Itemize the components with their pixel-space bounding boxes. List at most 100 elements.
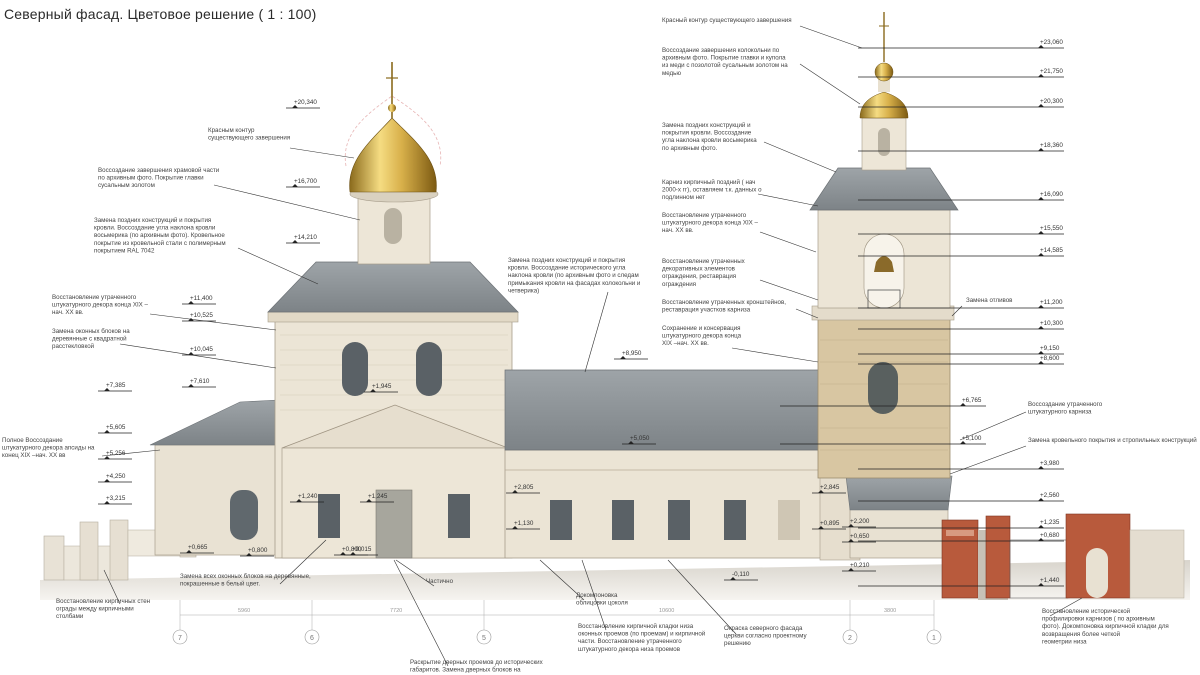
main-drum-dome [344,62,442,265]
dimension-value: 5960 [238,608,250,614]
level-mark: +11,400 [182,295,216,305]
level-mark: +7,610 [182,378,216,388]
bell [874,256,894,272]
level-mark: +2,845 [812,484,846,494]
axis-marker: 7 [172,629,188,645]
level-mark: +2,560 [858,492,1064,502]
note-line: кровли. Воссоздание исторического угла [508,265,626,272]
note-line: реставрация участков карниза [662,307,751,314]
note-line: по архивным фото. [662,145,718,152]
note-line: Красный контур существующего завершения [662,17,792,24]
level-value: +23,060 [1040,39,1063,46]
level-mark: +1,240 [290,493,324,503]
level-value: +2,200 [850,518,870,525]
note-drains: Замена отливов [966,297,1013,304]
note-line: штукатурного декора низа проемов [578,646,681,653]
main-dome [349,117,437,193]
leader-line [759,231,817,253]
leader-line [539,559,585,601]
level-mark: +14,210 [286,234,320,244]
note-line: профилировки карнизов ( по архивным [1042,616,1155,623]
level-value: +0,650 [850,533,870,540]
note-line: четверика) [508,287,539,294]
leader-line [584,291,609,373]
level-mark: +1,440 [858,577,1064,587]
note-line: восьмерика (по архивным фото). Кровельно… [94,232,225,239]
level-value: +8,950 [622,350,642,357]
level-value: +1,245 [368,493,388,500]
level-mark: +1,130 [506,520,540,530]
level-value: +11,200 [1040,299,1063,306]
leader-line [667,559,737,635]
level-value: +0,895 [820,520,840,527]
level-value: +5,605 [106,424,126,431]
axis-label: 1 [932,635,936,642]
level-mark: +1,245 [360,493,394,503]
note-line: Восстановление утраченного [662,212,747,219]
note-roof-full: Замена кровельного покрытия и стропильны… [1028,437,1197,444]
note-line: из меди с позолотой сусальным золотом на [662,62,788,69]
note-line: архивным фото. Покрытие главки и купола [662,55,786,62]
level-value: +18,360 [1040,142,1063,149]
note-line: Замена всех оконных блоков на деревянные… [180,573,311,580]
note-line: Замена поздних конструкций и [662,122,751,129]
axis-marker: 1 [926,629,942,645]
note-line: Замена поздних конструкций и покрытия [508,257,625,264]
note-line: покрытием RAL 7042 [94,247,155,254]
level-mark: +15,550 [858,225,1064,235]
dimension-value: 3800 [884,608,896,614]
axis-label: 2 [848,635,852,642]
level-value: +1,945 [372,383,392,390]
level-mark: +1,945 [364,383,398,393]
leader-line [149,313,277,331]
level-value: +5,256 [106,450,126,457]
level-mark: +0,895 [812,520,846,530]
note-line: покрытия кровли. Воссоздание [662,130,752,137]
level-mark: +21,750 [858,68,1064,78]
level-mark: +7,385 [98,382,132,392]
level-mark: +10,300 [858,320,1064,330]
level-value: +20,340 [294,99,317,106]
leader-line [795,308,819,319]
note-line: подлинном нет [662,194,705,201]
note-line: конец XIX –нач. XX вв [2,452,66,459]
level-value: +21,750 [1040,68,1063,75]
ground [40,560,1190,600]
level-value: +3,980 [1040,460,1060,467]
note-line: сусальным золотом [98,182,155,189]
level-mark: +10,525 [182,312,216,322]
level-mark: +1,235 [858,519,1064,529]
axis-label: 5 [482,635,486,642]
axis-label: 7 [178,635,182,642]
note-line: Воссоздание завершения колокольни по [662,47,780,54]
note-line: геометрии низа [1042,638,1087,645]
note-line: нач. XX вв. [52,309,84,316]
note-line: облицовки цоколя [576,600,628,607]
note-line: штукатурного декора конца XIX – [52,302,149,309]
level-mark: +10,045 [182,346,216,356]
leader-line [759,279,819,301]
refectory [504,369,861,561]
leader-line [799,25,863,49]
level-value: +0,210 [850,562,870,569]
note-line: ограждения [662,281,696,288]
note-line: наклона кровли (по архивным фото и следа… [508,272,639,279]
note-line: Восстановление кирпичных стен [56,598,150,605]
note-doors: Раскрытие дверных проемов до исторически… [410,659,544,674]
note-line: Воссоздание завершения храмовой части [98,167,220,174]
level-mark: +0,210 [842,562,876,572]
level-mark: +23,060 [858,39,1064,49]
